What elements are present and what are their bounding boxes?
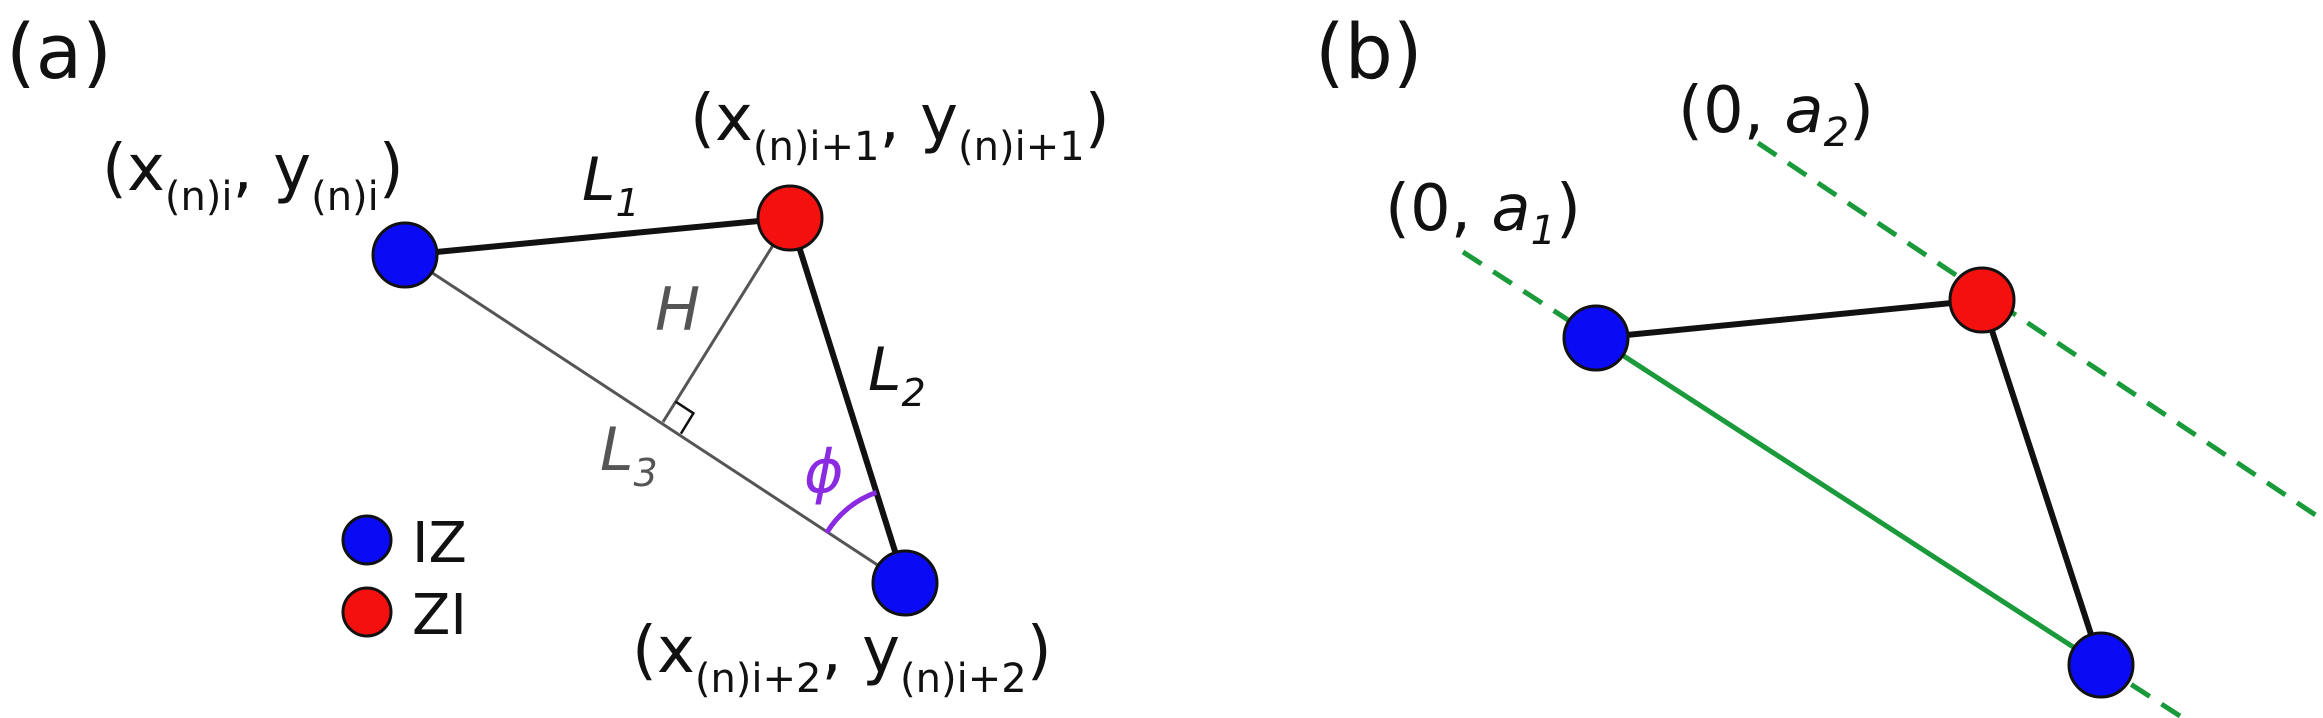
atom-b-iz-1 (1562, 304, 1630, 372)
label-l3: L3 (600, 415, 658, 495)
atom-b-iz-2 (2067, 631, 2135, 699)
angle-phi-arc (824, 490, 878, 535)
label-l1: L1 (582, 145, 640, 225)
label-h: H (655, 275, 700, 345)
atom-iz-1 (371, 221, 439, 289)
coord-label-i: (x(n)i, y(n)i) (102, 132, 404, 220)
legend-zi-marker (341, 586, 393, 638)
line-a1-solid (1594, 335, 2103, 668)
atom-iz-2 (871, 549, 939, 617)
intercept-label-a2: (0, a2) (1678, 74, 1874, 156)
right-angle-marker (674, 400, 696, 435)
label-phi: ϕ (804, 437, 844, 507)
line-a1-dashed-upper (1461, 249, 1598, 341)
height-line-h (661, 217, 792, 423)
atom-zi-1 (756, 184, 824, 252)
panel-b-label: (b) (1315, 7, 1423, 96)
legend-iz-label: IZ (412, 511, 467, 576)
coord-label-i-plus-2: (x(n)i+2, y(n)i+2) (632, 614, 1052, 702)
intercept-label-a1: (0, a1) (1385, 172, 1581, 254)
legend: IZ ZI (341, 511, 467, 648)
legend-zi-label: ZI (412, 583, 467, 648)
side-l2 (787, 217, 908, 584)
side-b-l2 (1979, 299, 2104, 666)
atom-b-zi (1948, 266, 2016, 334)
coord-label-i-plus-1: (x(n)i+1, y(n)i+1) (690, 82, 1110, 170)
panel-a-label: (a) (6, 7, 112, 96)
line-a2-dashed (1756, 140, 2323, 523)
side-l1 (404, 215, 791, 258)
legend-iz-marker (341, 514, 393, 566)
base-line-l3 (404, 253, 906, 585)
side-b-l1 (1595, 297, 1983, 341)
label-l2: L2 (868, 335, 926, 415)
